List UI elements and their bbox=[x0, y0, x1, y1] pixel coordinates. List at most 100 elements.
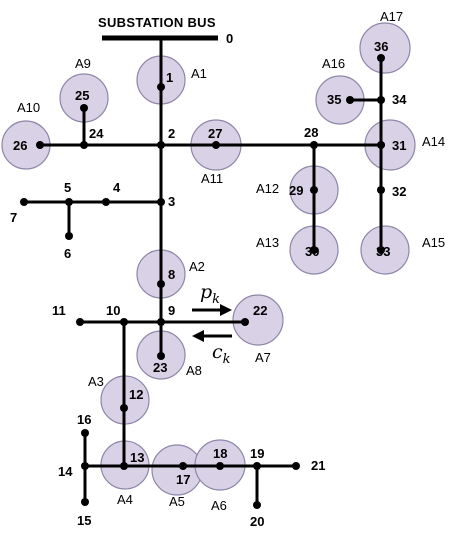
node-dot-14 bbox=[81, 462, 89, 470]
node-label-36: 36 bbox=[374, 39, 388, 54]
node-label-8: 8 bbox=[168, 267, 175, 282]
node-dot-13 bbox=[120, 462, 128, 470]
node-dot-24 bbox=[80, 141, 88, 149]
node-label-5: 5 bbox=[64, 180, 71, 195]
node-dot-7 bbox=[20, 198, 28, 206]
area-label-a2: A2 bbox=[189, 259, 205, 274]
node-label-18: 18 bbox=[213, 446, 227, 461]
node-dot-21 bbox=[292, 462, 300, 470]
node-dot-17 bbox=[179, 462, 187, 470]
node-label-13: 13 bbox=[130, 450, 144, 465]
node-dot-32 bbox=[377, 186, 385, 194]
node-dot-35 bbox=[346, 96, 354, 104]
node-dot-20 bbox=[253, 501, 261, 509]
node-label-12: 12 bbox=[129, 387, 143, 402]
node-dot-18 bbox=[216, 462, 224, 470]
area-label-a8: A8 bbox=[186, 363, 202, 378]
area-label-a11: A11 bbox=[201, 171, 223, 186]
node-label-24: 24 bbox=[89, 126, 104, 141]
area-label-a16: A16 bbox=[322, 56, 345, 71]
node-dot-11 bbox=[76, 318, 84, 326]
area-label-a5: A5 bbox=[169, 494, 185, 509]
area-label-a4: A4 bbox=[117, 492, 133, 507]
area-labels: A1 A2 A3 A4 A5 A6 A7 A8 A9 A10 A11 A12 A… bbox=[17, 9, 445, 513]
p-arrow-head bbox=[220, 304, 232, 316]
node-label-21: 21 bbox=[311, 458, 325, 473]
node-label-7: 7 bbox=[10, 210, 17, 225]
node-dot-9 bbox=[157, 318, 165, 326]
area-label-a12: A12 bbox=[256, 181, 279, 196]
node-dot-33 bbox=[377, 246, 385, 254]
node-label-4: 4 bbox=[113, 180, 121, 195]
node-dot-12 bbox=[120, 404, 128, 412]
node-label-32: 32 bbox=[392, 184, 406, 199]
area-label-a6: A6 bbox=[211, 498, 227, 513]
node-label-23: 23 bbox=[153, 360, 167, 375]
node-dot-27 bbox=[212, 141, 220, 149]
node-dot-36 bbox=[377, 54, 385, 62]
node-label-17: 17 bbox=[176, 472, 190, 487]
node-dot-1 bbox=[157, 83, 165, 91]
area-label-a3: A3 bbox=[88, 374, 104, 389]
node-dot-16 bbox=[81, 429, 89, 437]
substation-bus-title: SUBSTATION BUS bbox=[98, 15, 216, 30]
bus-nodes bbox=[20, 54, 385, 509]
flow-arrows bbox=[192, 304, 232, 342]
area-label-a13: A13 bbox=[256, 235, 279, 250]
node-dot-28 bbox=[310, 141, 318, 149]
node-label-22: 22 bbox=[253, 303, 267, 318]
node-label-30: 30 bbox=[305, 244, 319, 259]
node-dot-3 bbox=[157, 198, 165, 206]
node-dot-34 bbox=[377, 96, 385, 104]
area-label-a1: A1 bbox=[191, 66, 207, 81]
node-label-26: 26 bbox=[13, 138, 27, 153]
area-label-a7: A7 bbox=[255, 350, 271, 365]
node-label-10: 10 bbox=[106, 303, 120, 318]
zone-a17 bbox=[359, 22, 411, 74]
area-label-a9: A9 bbox=[75, 56, 91, 71]
area-label-a15: A15 bbox=[422, 235, 445, 250]
node-dot-25 bbox=[80, 104, 88, 112]
node-label-34: 34 bbox=[392, 92, 407, 107]
area-label-a14: A14 bbox=[422, 134, 445, 149]
area-label-a10: A10 bbox=[17, 100, 40, 115]
node-labels: 0 1 2 3 4 5 6 7 8 9 10 11 12 13 14 15 16… bbox=[10, 31, 407, 529]
node-label-33: 33 bbox=[376, 244, 390, 259]
p-k-symbol: pk bbox=[200, 281, 220, 307]
node-label-1: 1 bbox=[166, 70, 173, 85]
node-label-28: 28 bbox=[304, 125, 318, 140]
node-dot-26 bbox=[36, 141, 44, 149]
node-label-35: 35 bbox=[327, 92, 341, 107]
node-label-20: 20 bbox=[250, 514, 264, 529]
node-dot-23 bbox=[157, 352, 165, 360]
zone-a7 bbox=[232, 294, 284, 346]
node-dot-19 bbox=[253, 462, 261, 470]
node-label-0: 0 bbox=[226, 31, 233, 46]
node-dot-4 bbox=[102, 198, 110, 206]
node-label-27: 27 bbox=[208, 126, 222, 141]
node-label-14: 14 bbox=[58, 464, 73, 479]
node-label-6: 6 bbox=[64, 246, 71, 261]
node-dot-15 bbox=[81, 498, 89, 506]
node-label-9: 9 bbox=[168, 303, 175, 318]
node-dot-6 bbox=[65, 232, 73, 240]
node-label-31: 31 bbox=[392, 138, 406, 153]
node-dot-22 bbox=[241, 318, 249, 326]
node-dot-10 bbox=[120, 318, 128, 326]
node-dot-30 bbox=[310, 246, 318, 254]
c-k-symbol: ck bbox=[212, 341, 231, 367]
node-dot-31 bbox=[377, 141, 385, 149]
node-label-16: 16 bbox=[77, 412, 91, 427]
area-label-a17: A17 bbox=[380, 9, 403, 24]
node-label-25: 25 bbox=[75, 88, 89, 103]
node-label-11: 11 bbox=[52, 303, 66, 318]
node-dot-8 bbox=[157, 280, 165, 288]
node-label-19: 19 bbox=[250, 446, 264, 461]
node-label-3: 3 bbox=[168, 194, 175, 209]
node-dot-5 bbox=[65, 198, 73, 206]
node-label-2: 2 bbox=[168, 126, 175, 141]
node-label-15: 15 bbox=[77, 513, 91, 528]
zone-a5 bbox=[151, 444, 203, 496]
